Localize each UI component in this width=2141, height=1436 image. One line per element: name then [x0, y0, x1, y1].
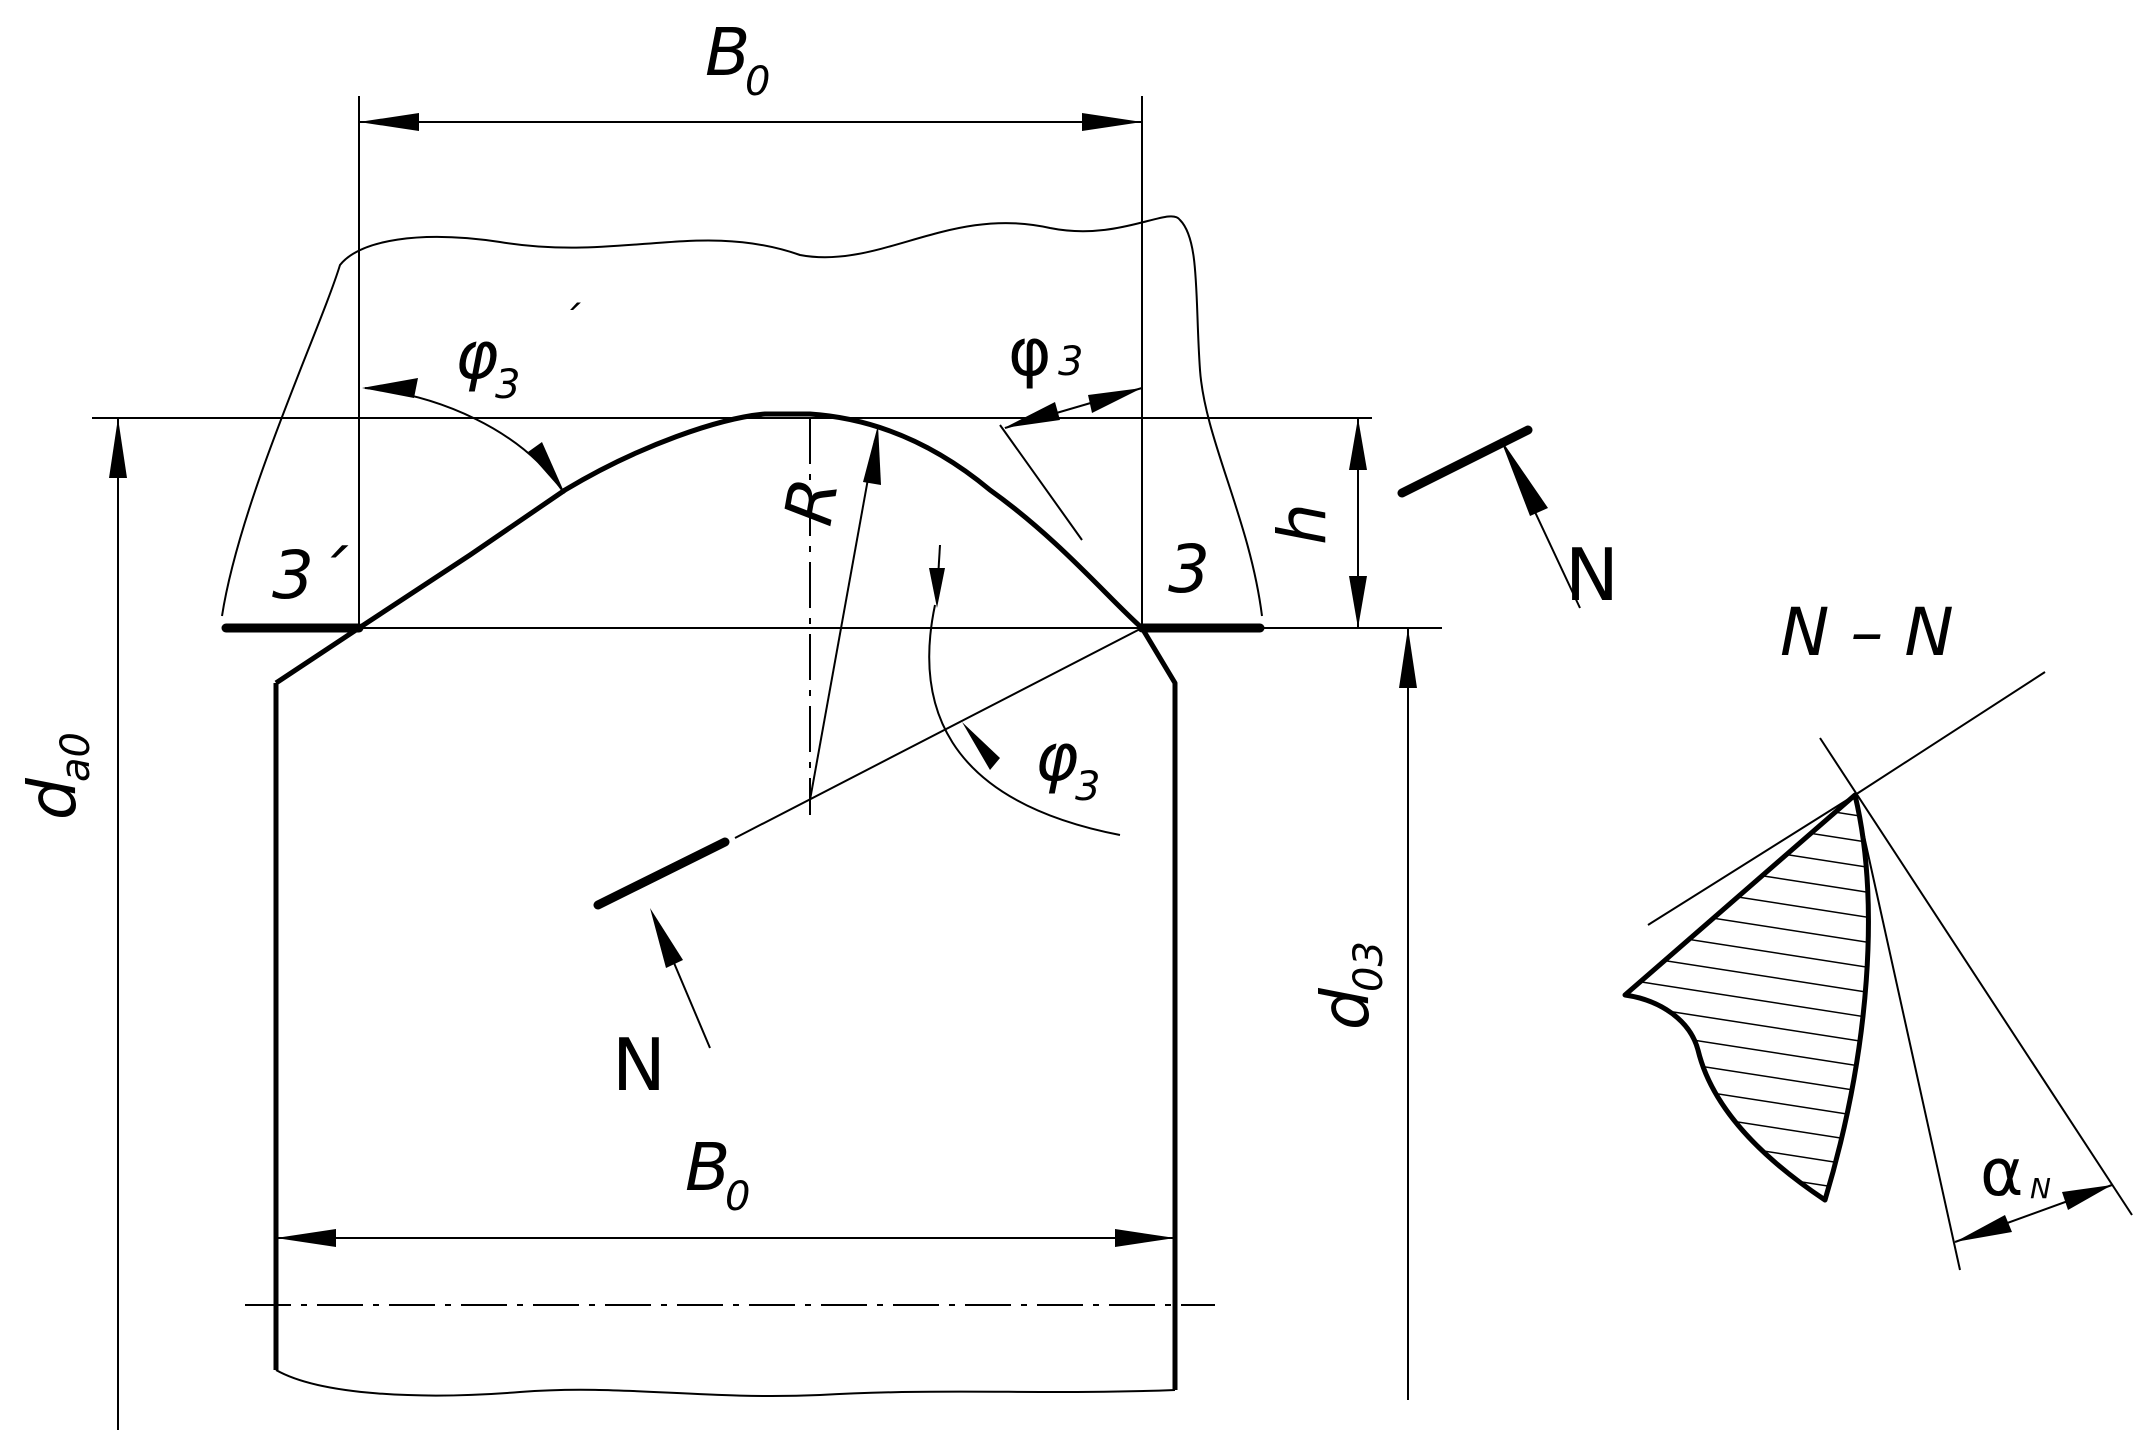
arrow-head [1082, 113, 1142, 131]
arrow-head [1004, 402, 1060, 428]
arrow-head [1399, 628, 1417, 688]
arrow-head [929, 568, 945, 608]
arrow-head [109, 418, 127, 478]
h-label: h [1264, 503, 1341, 545]
section-line-2 [1647, 794, 1856, 926]
arrow-head [1500, 438, 1548, 516]
b0-top-sub: 0 [745, 59, 770, 105]
radius-line [809, 439, 876, 801]
arrow-head [528, 442, 565, 494]
section-hatching [1625, 795, 1869, 1200]
phi3-right-tangent [999, 424, 1083, 541]
arrow-head [359, 113, 419, 131]
phi3-right-sub: 3 [1058, 339, 1083, 385]
arrow-head [2062, 1185, 2112, 1210]
n-mark-lower [593, 837, 730, 910]
section-label: N – N [1780, 594, 1954, 671]
arrow-head [1955, 1215, 2012, 1242]
alpha-label: α [1980, 1134, 2024, 1211]
da0-sub: a0 [53, 732, 99, 782]
b0-bottom-label: B [685, 1129, 730, 1206]
d03-label: d [1307, 987, 1384, 1030]
r-label: R [770, 472, 854, 531]
section-line-4 [1854, 794, 1961, 1271]
phi3-lower-label: φ [1035, 719, 1079, 796]
arrow-head [1115, 1229, 1175, 1247]
workpiece-break-outline [221, 215, 1263, 617]
da0-label: d [14, 777, 91, 820]
arrow-head [863, 425, 881, 485]
section-line-3 [1819, 737, 2133, 1216]
normal-line [734, 627, 1143, 839]
n-lower-label: N [612, 1023, 666, 1107]
d03-sub: 03 [1346, 941, 1392, 992]
arrow-head [962, 722, 1000, 770]
arrow-head [1088, 388, 1142, 413]
arrow-head [276, 1229, 336, 1247]
phi3-prime-mark: ´ [560, 299, 581, 345]
point-3-label: 3 [1168, 531, 1210, 608]
phi3-right-label: φ [1008, 314, 1052, 391]
section-profile [1622, 792, 1871, 1203]
arrow-head [362, 378, 418, 398]
arrow-head [1349, 576, 1367, 628]
b0-bottom-sub: 0 [725, 1174, 750, 1220]
section-line-1 [1854, 671, 2046, 796]
bottom-break-line [275, 1369, 1176, 1397]
n-upper-label: N [1565, 533, 1619, 617]
arrow-head [1349, 418, 1367, 470]
phi3-prime-arc [364, 387, 563, 491]
n-mark-upper [1397, 425, 1533, 498]
alpha-sub: N [2030, 1172, 2051, 1205]
cutting-profile [274, 411, 1178, 1390]
point-3-prime-label: 3´ [272, 537, 349, 614]
phi3-prime-label: φ [455, 317, 499, 394]
phi3-lower-sub: 3 [1075, 764, 1100, 810]
phi3-prime-sub: 3 [495, 362, 520, 408]
arrow-head [650, 908, 683, 968]
phi3-lower-arc [928, 604, 1121, 836]
b0-top-label: B [705, 14, 750, 91]
